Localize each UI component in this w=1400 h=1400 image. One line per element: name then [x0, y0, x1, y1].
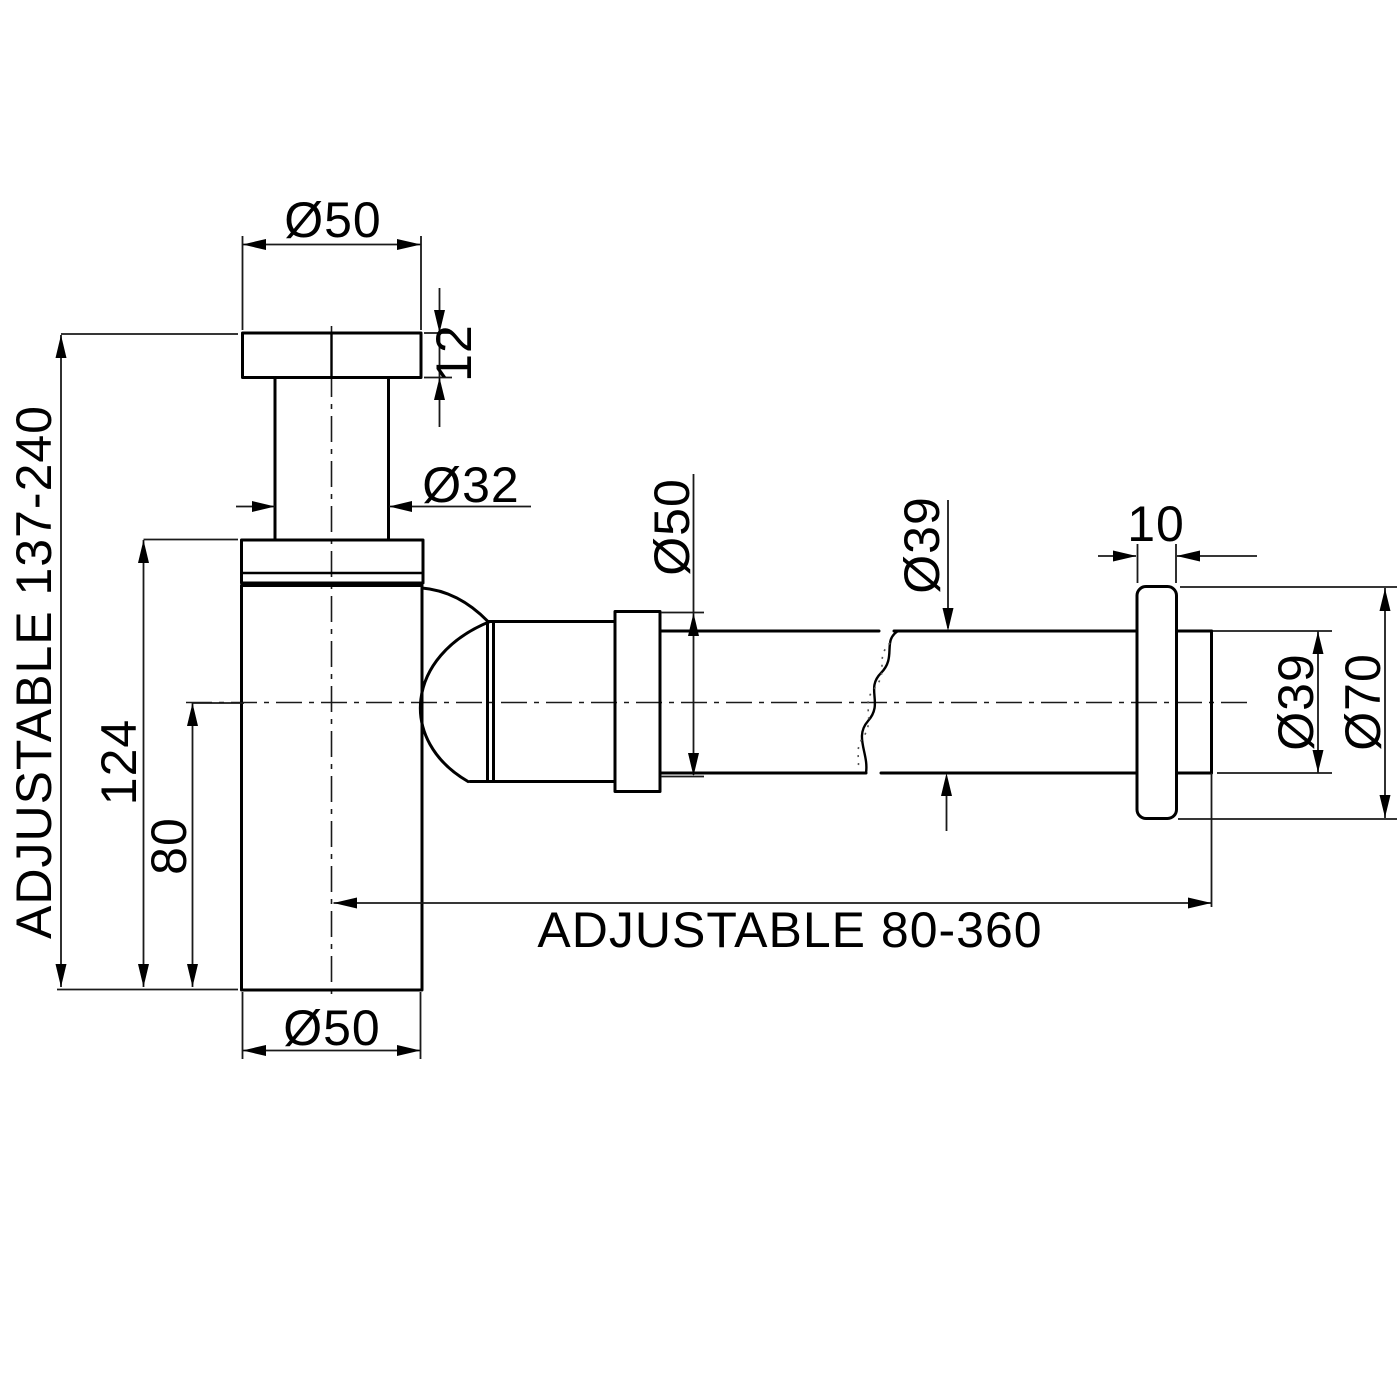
- wall-flange: [1135, 585, 1178, 820]
- arrow-left: [242, 239, 266, 250]
- arrow-down: [434, 310, 445, 333]
- break-squiggle-dotted: [857, 642, 891, 769]
- ext-line: [241, 992, 422, 1059]
- trap-body: [240, 584, 492, 992]
- label-body-diameter: Ø50: [283, 1000, 381, 1056]
- arrow-up: [1379, 588, 1391, 611]
- arrow-up: [187, 703, 198, 726]
- label-vertical-adjustable: ADJUSTABLE 137-240: [6, 405, 62, 939]
- arrow-left: [389, 501, 412, 512]
- ext-line: [1213, 630, 1332, 774]
- label-trap-height: 124: [91, 719, 147, 805]
- arrow-up: [688, 613, 699, 636]
- arrow-up: [434, 377, 445, 400]
- arrow-down: [138, 964, 149, 987]
- dim-vertical-adjustable: ADJUSTABLE 137-240: [6, 333, 238, 991]
- ext-line: [241, 236, 422, 330]
- arrow-down: [688, 753, 699, 776]
- arrow-left: [333, 897, 357, 909]
- arrow-right: [252, 501, 275, 512]
- trap-nut-outline: [240, 538, 425, 585]
- label-horizontal-adjustable: ADJUSTABLE 80-360: [537, 902, 1042, 958]
- arrow-left: [1176, 550, 1200, 562]
- dim-body-diameter: Ø50: [241, 992, 422, 1059]
- label-wall-flange-thickness: 10: [1127, 496, 1185, 552]
- top-flange: [241, 331, 423, 379]
- arrow-right: [1113, 550, 1137, 562]
- dim-horizontal-adjustable: ADJUSTABLE 80-360: [333, 897, 1212, 958]
- arrow-up: [55, 335, 67, 358]
- label-trap-nut-diameter: Ø50: [644, 478, 700, 576]
- dim-trap-nut-diameter: Ø50: [644, 474, 704, 778]
- label-flange-thickness: 12: [426, 324, 482, 382]
- label-outlet-height: 80: [141, 817, 197, 875]
- dim-wall-pipe-diameter: Ø39: [1213, 630, 1332, 774]
- ext-line: [1178, 586, 1397, 820]
- body-outlet-top-curve: [420, 586, 490, 623]
- arrow-left: [242, 1045, 266, 1056]
- ext-line: [1136, 544, 1177, 583]
- break-squiggle-solid: [860, 629, 900, 775]
- dim-outlet-height-80: 80: [141, 702, 244, 987]
- dim-tailpipe-diameter: Ø32: [236, 457, 531, 513]
- arrow-up: [1312, 631, 1324, 654]
- label-pipe-diameter: Ø39: [894, 496, 950, 594]
- label-wall-flange-diameter: Ø70: [1335, 653, 1391, 751]
- centerlines: [186, 326, 1253, 998]
- dim-trap-height-124: 124: [91, 538, 238, 987]
- arrow-down: [942, 608, 954, 631]
- trap-body-outline: [240, 584, 424, 992]
- body-outlet-bowl-curve: [418, 620, 492, 783]
- dim-flange-thickness: 12: [424, 288, 482, 427]
- outlet-spigot: [468, 620, 617, 783]
- label-tailpipe-diameter: Ø32: [422, 457, 520, 513]
- wall-flange-assembly: [1135, 585, 1213, 907]
- dim-wall-flange-thickness: 10: [1098, 496, 1257, 583]
- arrow-up: [941, 773, 952, 796]
- arrow-right: [397, 1045, 421, 1056]
- dim-pipe-diameter: Ø39: [894, 496, 954, 831]
- arrow-down: [187, 964, 198, 987]
- dim-wall-flange-diameter: Ø70: [1178, 586, 1397, 820]
- arrow-right: [397, 239, 421, 250]
- label-wall-pipe-diameter: Ø39: [1268, 653, 1324, 751]
- compression-nut: [613, 610, 662, 793]
- trap-nut: [240, 538, 425, 585]
- pipe-break-symbol: [857, 629, 900, 775]
- arrow-down: [55, 964, 67, 987]
- ext-line: [661, 611, 704, 778]
- dim-top-flange-diameter: Ø50: [241, 192, 422, 330]
- tailpipe: [273, 376, 390, 542]
- label-top-flange-diameter: Ø50: [284, 192, 382, 248]
- ext-line: [424, 332, 452, 379]
- arrow-down: [1312, 750, 1324, 773]
- arrow-right: [1188, 897, 1212, 909]
- arrow-up: [138, 540, 149, 563]
- arrow-down: [1379, 795, 1391, 818]
